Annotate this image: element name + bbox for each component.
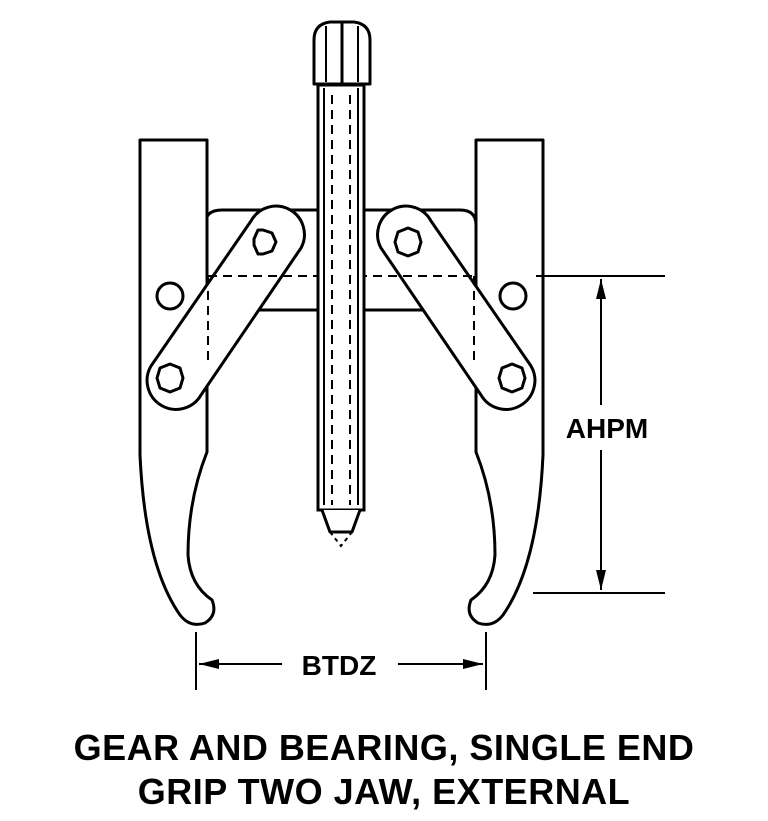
hex-bolt-lower-left [155,362,185,394]
right-pivot-pin [498,281,528,311]
left-pivot-pin [155,281,185,311]
hex-bolt-lower-right [497,362,527,394]
forcing-screw [316,83,366,548]
hex-bolt-upper-right [393,226,423,258]
right-link-plate [376,204,537,411]
left-link-plate [145,204,306,411]
dimension-height-label: AHPM [566,413,648,444]
caption-line-1: GEAR AND BEARING, SINGLE END [73,727,695,768]
hex-bolt-upper-left [252,228,278,256]
caption-line-2: GRIP TWO JAW, EXTERNAL [137,771,631,812]
screw-hex-head [312,20,372,86]
dimension-width-label: BTDZ [302,650,377,681]
